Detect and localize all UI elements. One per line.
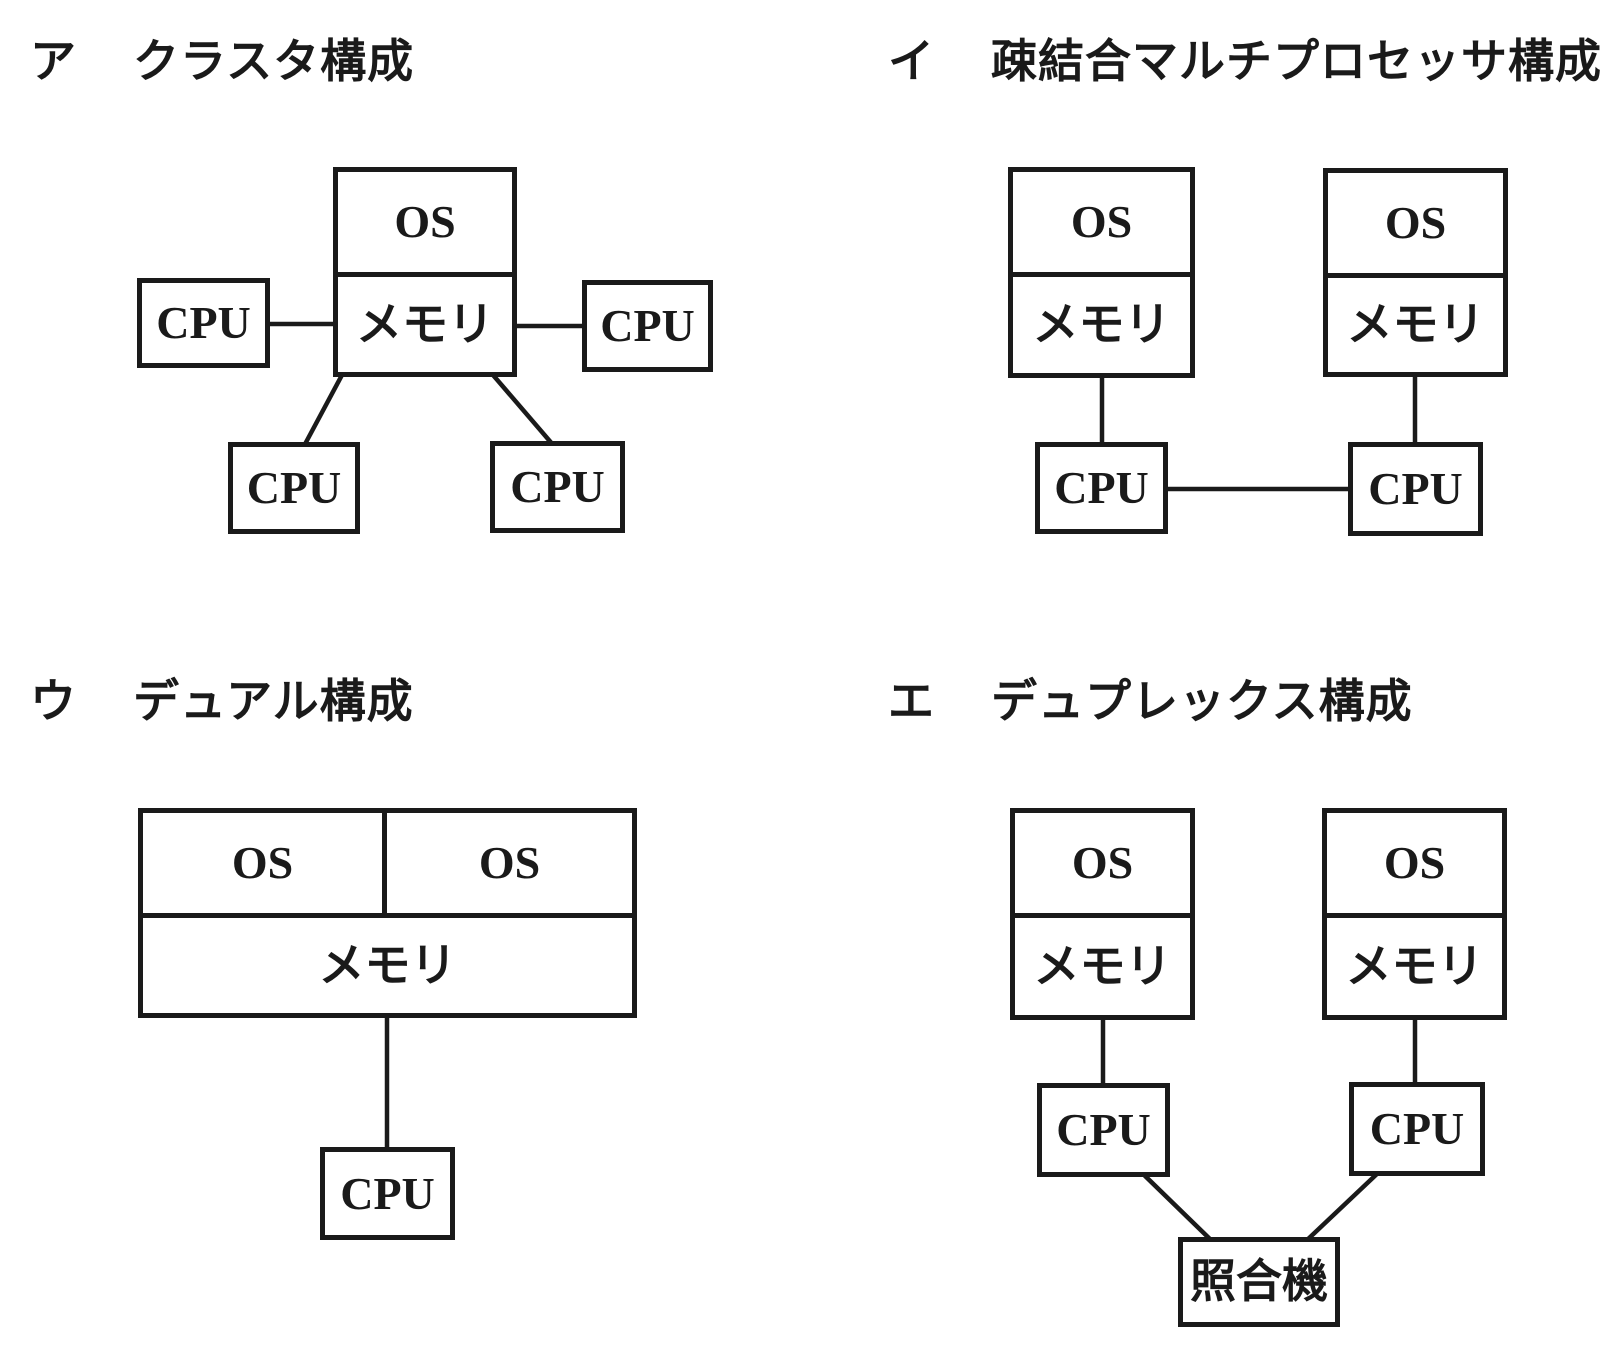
duplex-right-os-memory-stack: OS メモリ [1322,808,1507,1020]
cluster-os-memory-stack: OS メモリ [333,167,517,377]
cluster-cpu-right-box: CPU [582,280,713,372]
connector-line [302,373,344,448]
comparator-label: 照合機 [1190,1256,1328,1307]
os-label: OS [231,837,294,888]
option-b-label: イ [888,36,935,87]
cpu-label: CPU [510,461,605,512]
loose-right-os-box: OS [1328,173,1503,278]
connector-line [491,373,556,448]
option-a-label: ア [30,36,77,87]
os-label: OS [1071,837,1134,888]
loose-cpu-left-box: CPU [1035,442,1168,534]
duplex-comparator-box: 照合機 [1178,1237,1340,1327]
dual-os-row: OS OS [143,813,632,918]
loose-left-os-memory-stack: OS メモリ [1008,167,1195,378]
cluster-cpu-bottom-right-box: CPU [490,441,625,533]
os-label: OS [394,196,456,247]
cluster-cpu-bottom-left-box: CPU [228,442,360,534]
duplex-right-memory-box: メモリ [1327,918,1502,1015]
option-c-label: ウ [30,676,77,727]
cluster-os-box: OS [338,172,512,277]
duplex-left-os-box: OS [1015,813,1190,918]
os-label: OS [1070,196,1133,247]
option-a-title: ア クラスタ構成 [30,34,414,89]
dual-os-left-box: OS [143,813,387,913]
cpu-label: CPU [246,462,342,513]
cpu-label: CPU [600,300,695,351]
cpu-label: CPU [1054,462,1149,513]
cluster-memory-box: メモリ [338,277,512,372]
memory-label: メモリ [1032,299,1171,350]
cpu-label: CPU [1056,1104,1151,1155]
duplex-cpu-left-box: CPU [1037,1083,1170,1177]
loose-left-os-box: OS [1013,172,1190,277]
duplex-cpu-right-box: CPU [1349,1082,1485,1176]
dual-memory-box: メモリ [143,918,632,1013]
option-b-title: イ 疎結合マルチプロセッサ構成 [888,34,1602,89]
duplex-left-memory-box: メモリ [1015,918,1190,1015]
cpu-label: CPU [1368,463,1463,514]
option-a-text: クラスタ構成 [133,36,415,87]
dual-cpu-box: CPU [320,1147,455,1240]
option-c-text: デュアル構成 [133,676,414,727]
duplex-left-os-memory-stack: OS メモリ [1010,808,1195,1020]
dual-os-memory-block: OS OS メモリ [138,808,637,1018]
os-label: OS [1384,197,1447,248]
memory-label: メモリ [1345,940,1484,992]
loose-left-memory-box: メモリ [1013,277,1190,373]
option-b-text: 疎結合マルチプロセッサ構成 [991,36,1602,87]
memory-label: メモリ [356,298,494,350]
memory-label: メモリ [1346,299,1485,350]
loose-right-memory-box: メモリ [1328,278,1503,372]
memory-label: メモリ [318,939,457,991]
connector-line [1304,1170,1381,1243]
os-label: OS [478,837,541,888]
loose-right-os-memory-stack: OS メモリ [1323,168,1508,377]
os-label: OS [1383,837,1446,888]
cluster-cpu-left-box: CPU [137,278,270,368]
dual-os-right-box: OS [387,813,632,913]
option-d-title: エ デュプレックス構成 [888,674,1413,729]
cpu-label: CPU [1369,1103,1465,1154]
option-d-label: エ [888,676,935,727]
option-c-title: ウ デュアル構成 [30,674,414,729]
loose-cpu-right-box: CPU [1348,442,1483,536]
cpu-label: CPU [340,1167,435,1219]
cpu-label: CPU [156,297,251,348]
duplex-right-os-box: OS [1327,813,1502,918]
option-d-text: デュプレックス構成 [991,676,1413,727]
connector-line [1139,1170,1215,1244]
memory-label: メモリ [1033,940,1172,992]
